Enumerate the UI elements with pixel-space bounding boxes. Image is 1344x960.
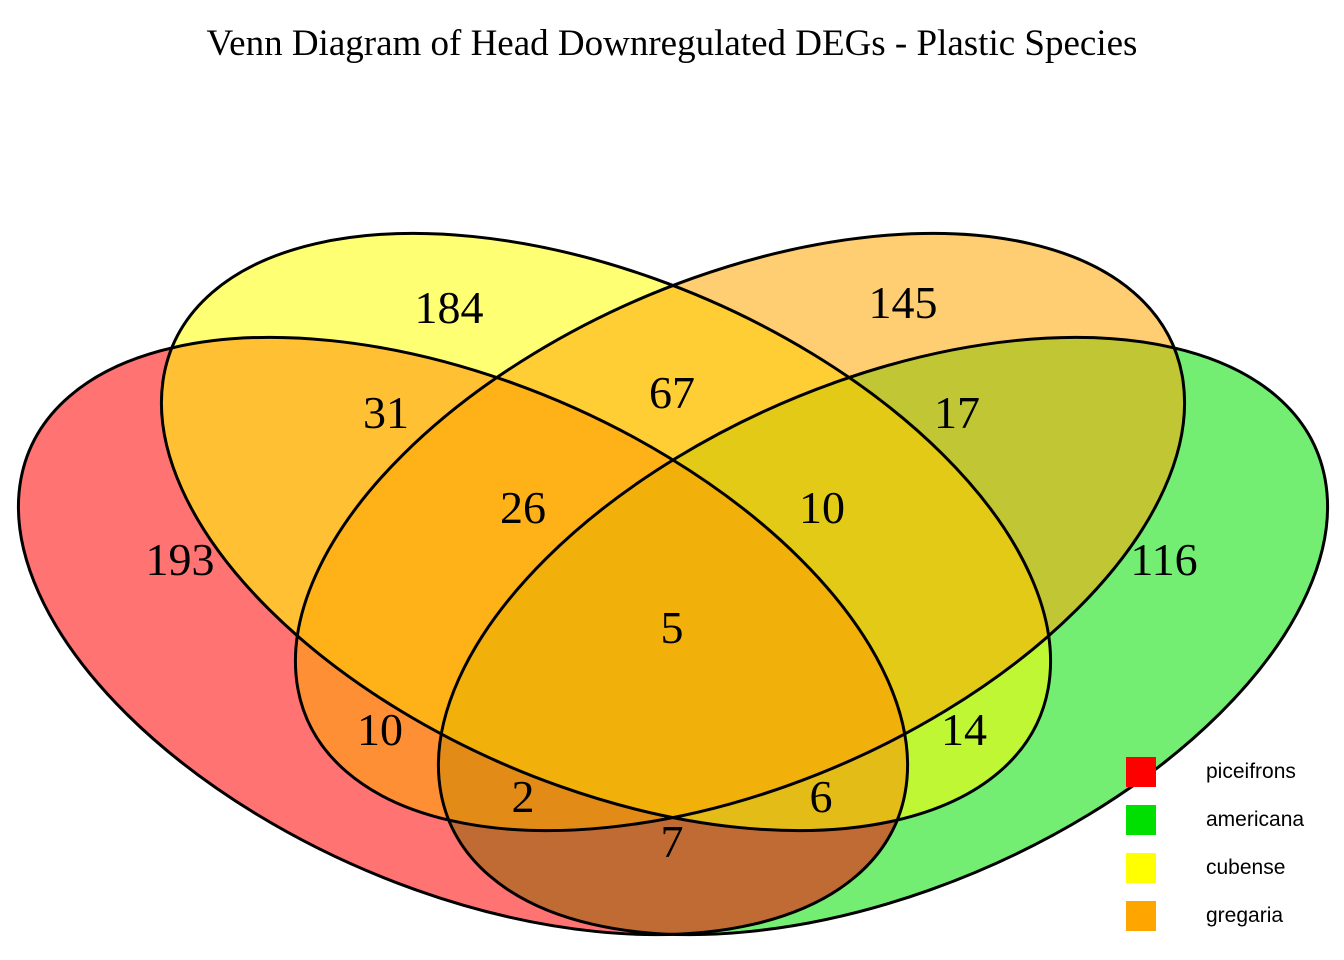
legend-row-gregaria: gregaria bbox=[1126, 892, 1304, 940]
legend-swatch-americana bbox=[1126, 805, 1156, 835]
ellipse-gregaria bbox=[295, 233, 1185, 831]
venn-fills bbox=[18, 233, 1328, 935]
legend-swatch-gregaria bbox=[1126, 901, 1156, 931]
venn-count-piceifrons-gregaria-americana: 2 bbox=[511, 771, 535, 822]
venn-count-piceifrons-cubense-gregaria: 26 bbox=[500, 482, 546, 533]
legend-swatch-piceifrons bbox=[1126, 757, 1156, 787]
legend-row-piceifrons: piceifrons bbox=[1126, 748, 1304, 796]
venn-count-americana: 116 bbox=[1130, 534, 1198, 585]
venn-count-cubense: 184 bbox=[414, 282, 484, 333]
venn-count-cubense-americana: 14 bbox=[941, 704, 987, 755]
legend-label-gregaria: gregaria bbox=[1206, 904, 1284, 927]
legend-label-piceifrons: piceifrons bbox=[1206, 760, 1296, 783]
venn-count-gregaria-americana: 17 bbox=[934, 387, 980, 438]
venn-count-piceifrons-cubense: 31 bbox=[363, 387, 409, 438]
page-title: Venn Diagram of Head Downregulated DEGs … bbox=[206, 23, 1138, 64]
ellipse-outline-americana bbox=[283, 218, 1344, 960]
ellipse-outline-gregaria bbox=[140, 114, 1340, 950]
venn-count-piceifrons-cubense-americana: 6 bbox=[809, 771, 833, 822]
legend-row-cubense: cubense bbox=[1126, 844, 1304, 892]
legend-label-cubense: cubense bbox=[1206, 856, 1286, 879]
venn-count-piceifrons-americana: 7 bbox=[660, 816, 684, 867]
ellipse-outline-piceifrons bbox=[0, 218, 1063, 960]
venn-count-piceifrons: 193 bbox=[145, 534, 215, 585]
legend: piceifrons americana cubense gregaria bbox=[1126, 748, 1304, 940]
venn-count-piceifrons-cubense-gregaria-americana: 5 bbox=[660, 602, 684, 653]
venn-count-cubense-gregaria: 67 bbox=[649, 367, 695, 418]
legend-label-americana: americana bbox=[1206, 808, 1305, 831]
venn-outlines bbox=[0, 114, 1344, 960]
venn-count-gregaria: 145 bbox=[868, 277, 938, 328]
venn-count-piceifrons-gregaria: 10 bbox=[357, 704, 403, 755]
legend-row-americana: americana bbox=[1126, 796, 1304, 844]
legend-swatch-cubense bbox=[1126, 853, 1156, 883]
ellipse-outline-cubense bbox=[6, 114, 1206, 950]
venn-count-cubense-gregaria-americana: 10 bbox=[799, 482, 845, 533]
